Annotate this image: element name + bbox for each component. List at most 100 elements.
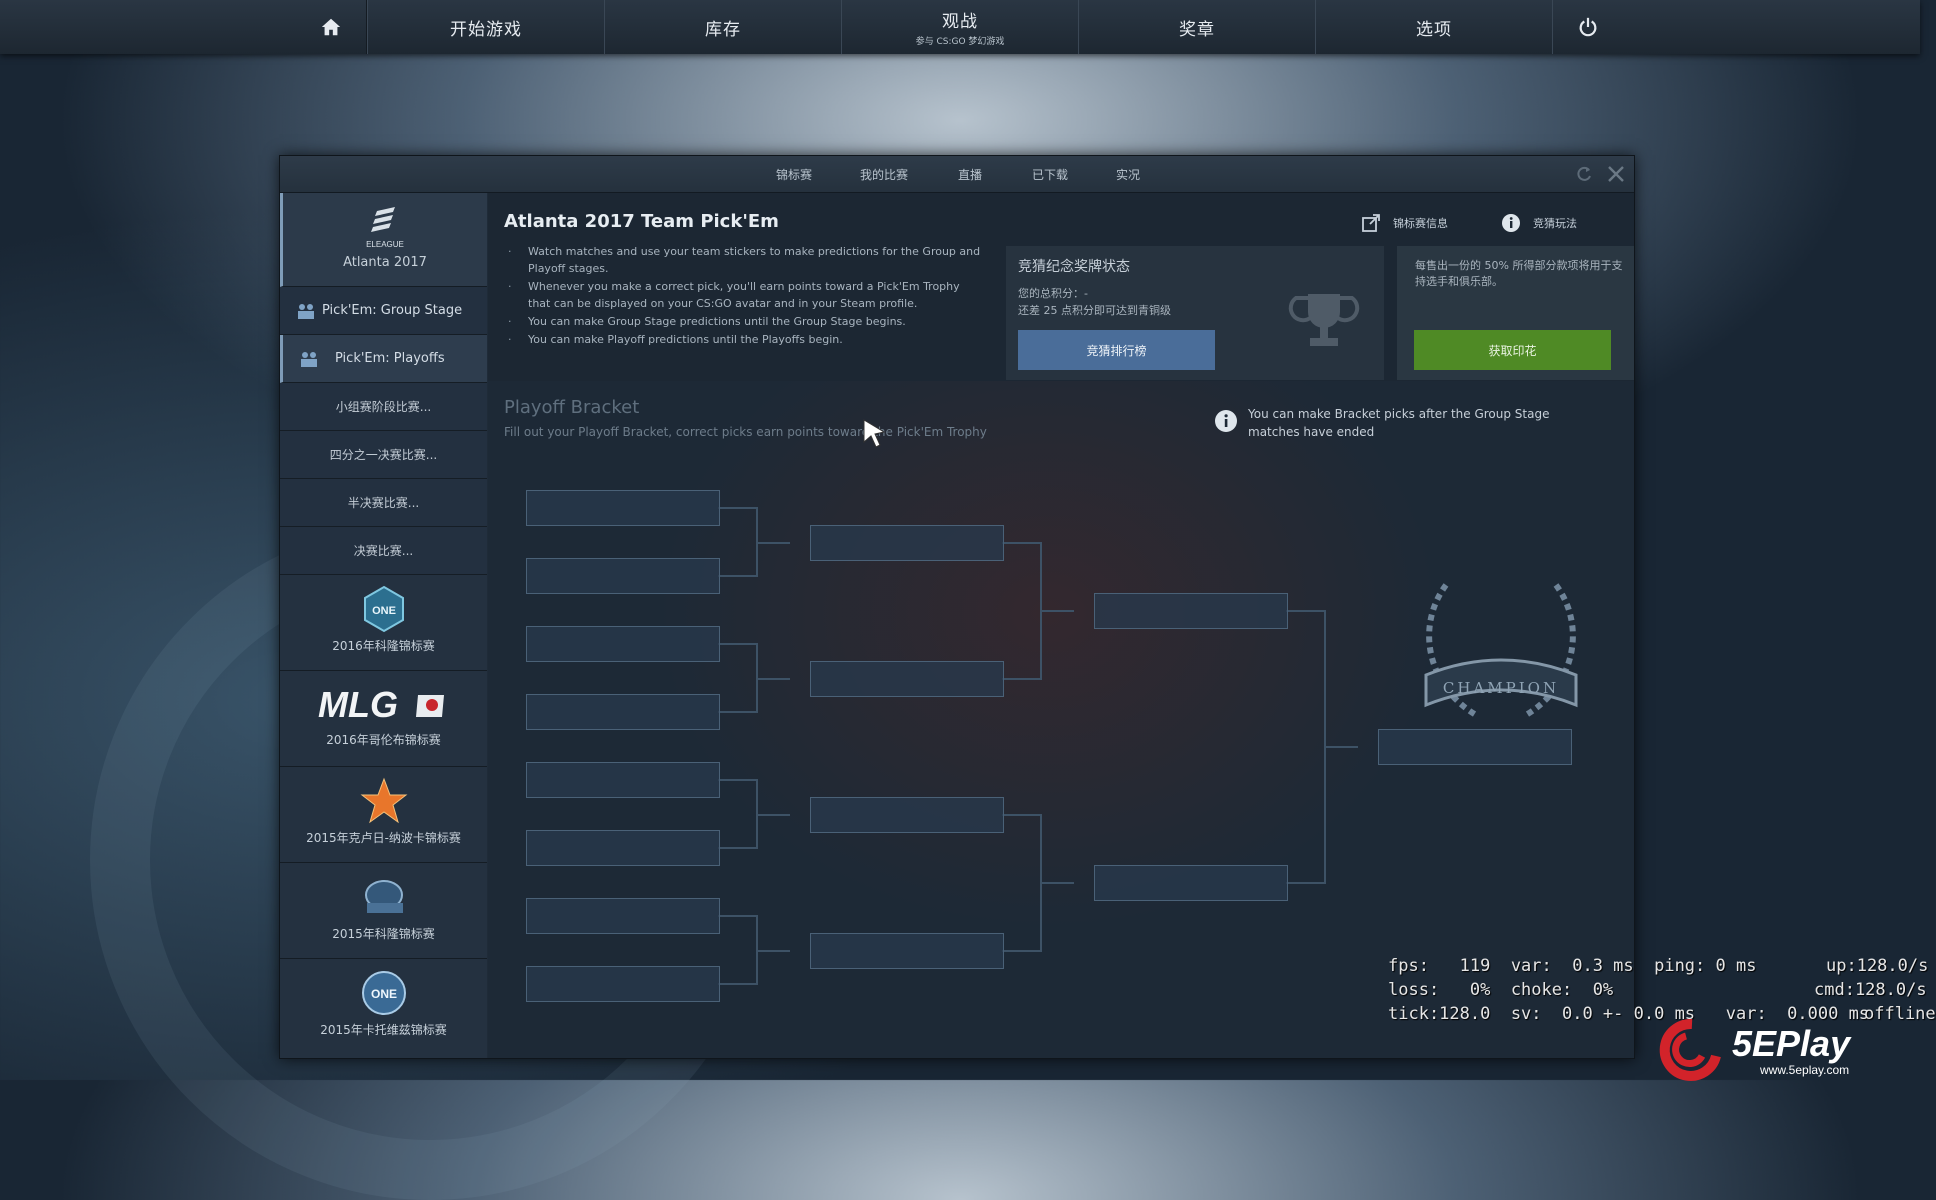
sidebar-item-pickem-playoffs[interactable]: Pick'Em: Playoffs [280, 335, 487, 383]
svg-text:5EPlay: 5EPlay [1732, 1023, 1852, 1064]
nav-label: 库存 [705, 19, 741, 40]
dreamhack-star-logo [360, 777, 407, 824]
sidebar-event-cologne-2016[interactable]: ONE 2016年科隆锦标赛 [280, 575, 487, 671]
tournament-info-label: 锦标赛信息 [1393, 217, 1448, 230]
netgraph-line: fps: 119 var: 0.3 ms ping: 0 ms [1388, 956, 1757, 976]
trophy-icon [1288, 294, 1360, 346]
sidebar-item-finals[interactable]: 决赛比赛... [280, 527, 487, 575]
semifinal-slot[interactable] [810, 525, 1004, 561]
team-pick-icon [301, 351, 317, 367]
sidebar-event-cluj-2015[interactable]: 2015年克卢日-纳波卡锦标赛 [280, 767, 487, 863]
final-slot[interactable] [1094, 865, 1288, 901]
sidebar-event-label: 2015年卡托维兹锦标赛 [320, 1023, 447, 1037]
power-icon [1579, 17, 1597, 37]
instruction-item: Whenever you make a correct pick, you'll… [504, 278, 984, 312]
nav-watch-button[interactable]: 观战 参与 CS:GO 梦幻游戏 [841, 0, 1079, 54]
close-icon[interactable] [1606, 164, 1626, 184]
semifinal-slot[interactable] [810, 661, 1004, 697]
sidebar-item-quarterfinals[interactable]: 四分之一决赛比赛... [280, 431, 487, 479]
support-text: 每售出一份的 50% 所得部分款项将用于支持选手和俱乐部。 [1415, 259, 1623, 288]
nav-inventory-button[interactable]: 库存 [604, 0, 842, 54]
instruction-item: You can make Playoff predictions until t… [504, 331, 984, 348]
tab-live[interactable]: 直播 [958, 168, 983, 182]
how-to-play-link[interactable]: 竞猜玩法 [1501, 213, 1577, 233]
sidebar-event-label: 2016年科隆锦标赛 [332, 639, 435, 653]
info-icon [1215, 410, 1237, 432]
instructions-list: Watch matches and use your team stickers… [504, 243, 984, 349]
nav-awards-button[interactable]: 奖章 [1078, 0, 1316, 54]
quarterfinal-slot[interactable] [526, 898, 720, 934]
mouse-cursor-icon [863, 419, 886, 448]
home-icon [321, 18, 341, 36]
champion-laurel-icon: CHAMPION [1424, 583, 1578, 718]
sidebar-event-label: 2015年克卢日-纳波卡锦标赛 [306, 831, 461, 845]
sidebar-event-atlanta-2017[interactable]: ELEAGUE Atlanta 2017 [280, 193, 487, 287]
svg-text:CHAMPION: CHAMPION [1443, 679, 1559, 697]
sidebar-item-semifinals[interactable]: 半决赛比赛... [280, 479, 487, 527]
semifinal-slot[interactable] [810, 797, 1004, 833]
refresh-icon[interactable] [1574, 164, 1594, 184]
points-needed: 还差 25 点积分即可达到青铜级 [1018, 304, 1171, 317]
bracket-title: Playoff Bracket [504, 397, 640, 418]
quarterfinal-slot[interactable] [526, 966, 720, 1002]
quarterfinal-slot[interactable] [526, 762, 720, 798]
sidebar-event-katowice-2015[interactable]: ONE 2015年卡托维兹锦标赛 [280, 959, 487, 1058]
sidebar-event-columbus-2016[interactable]: MLG 2016年哥伦布锦标赛 [280, 671, 487, 767]
sidebar-event-label: 2016年哥伦布锦标赛 [326, 733, 441, 747]
nav-label: 选项 [1416, 19, 1452, 40]
sticker-support-box: 每售出一份的 50% 所得部分款项将用于支持选手和俱乐部。 获取印花 [1397, 246, 1634, 380]
netgraph-line: tick:128.0 sv: 0.0 +- 0.0 ms var: 0.000 … [1388, 1004, 1870, 1024]
esl-cologne-logo [364, 880, 403, 913]
tab-live-events[interactable]: 实况 [1116, 168, 1141, 182]
quarterfinal-slot[interactable] [526, 558, 720, 594]
quit-button[interactable] [1552, 0, 1623, 54]
netgraph-line: loss: 0% choke: 0% [1388, 980, 1614, 1000]
champion-slot[interactable] [1378, 729, 1572, 765]
nav-label: 奖章 [1179, 19, 1215, 40]
tournament-panel: 锦标赛 我的比赛 直播 已下载 实况 ELEAGUE Atlanta 2017 … [279, 155, 1635, 1059]
pickem-content: Atlanta 2017 Team Pick'Em Watch matches … [488, 193, 1634, 1058]
svg-text:ONE: ONE [372, 605, 396, 617]
sidebar-item-group-matches[interactable]: 小组赛阶段比赛... [280, 383, 487, 431]
svg-text:www.5eplay.com: www.5eplay.com [1759, 1063, 1849, 1077]
team-pick-icon [298, 303, 314, 319]
final-slot[interactable] [1094, 593, 1288, 629]
nav-sublabel: 参与 CS:GO 梦幻游戏 [915, 37, 1005, 47]
instruction-item: Watch matches and use your team stickers… [504, 243, 984, 277]
bracket-note: You can make Bracket picks after the Gro… [1214, 405, 1574, 441]
leaderboard-button[interactable]: 竞猜排行榜 [1018, 330, 1215, 370]
medal-status-title: 竞猜纪念奖牌状态 [1018, 259, 1130, 275]
sidebar-event-label: Atlanta 2017 [343, 255, 427, 270]
quarterfinal-slot[interactable] [526, 626, 720, 662]
quarterfinal-slot[interactable] [526, 490, 720, 526]
svg-text:ONE: ONE [370, 987, 396, 1001]
sidebar-item-label: Pick'Em: Group Stage [322, 303, 463, 318]
svg-text:MLG: MLG [318, 684, 398, 725]
quarterfinal-slot[interactable] [526, 694, 720, 730]
quarterfinal-slot[interactable] [526, 830, 720, 866]
get-stickers-button[interactable]: 获取印花 [1414, 330, 1611, 370]
svg-text:ELEAGUE: ELEAGUE [366, 240, 404, 249]
external-link-icon [1362, 214, 1380, 232]
pickem-header: Atlanta 2017 Team Pick'Em Watch matches … [488, 193, 1634, 381]
home-button[interactable] [296, 0, 367, 54]
nav-label: 开始游戏 [450, 19, 522, 40]
sidebar-event-label: 2015年科隆锦标赛 [332, 927, 435, 941]
tab-tournaments[interactable]: 锦标赛 [776, 168, 813, 182]
esl-one-katowice-logo: ONE [361, 971, 406, 1015]
bracket-subtitle: Fill out your Playoff Bracket, correct p… [504, 425, 987, 439]
nav-play-button[interactable]: 开始游戏 [367, 0, 605, 54]
eleague-logo: ELEAGUE [366, 207, 404, 249]
sidebar-item-pickem-group[interactable]: Pick'Em: Group Stage [280, 287, 487, 335]
instruction-item: You can make Group Stage predictions unt… [504, 313, 984, 330]
tournament-sidebar: ELEAGUE Atlanta 2017 Pick'Em: Group Stag… [280, 193, 487, 1058]
sidebar-event-cologne-2015[interactable]: 2015年科隆锦标赛 [280, 863, 487, 959]
netgraph-rate: cmd:128.0/s [1814, 980, 1927, 1000]
tournament-info-link[interactable]: 锦标赛信息 [1361, 213, 1448, 233]
nav-options-button[interactable]: 选项 [1315, 0, 1553, 54]
tab-my-matches[interactable]: 我的比赛 [860, 168, 909, 182]
how-to-play-label: 竞猜玩法 [1533, 217, 1577, 230]
semifinal-slot[interactable] [810, 933, 1004, 969]
mlg-logo: MLG [318, 684, 444, 725]
tab-downloaded[interactable]: 已下载 [1032, 168, 1069, 182]
